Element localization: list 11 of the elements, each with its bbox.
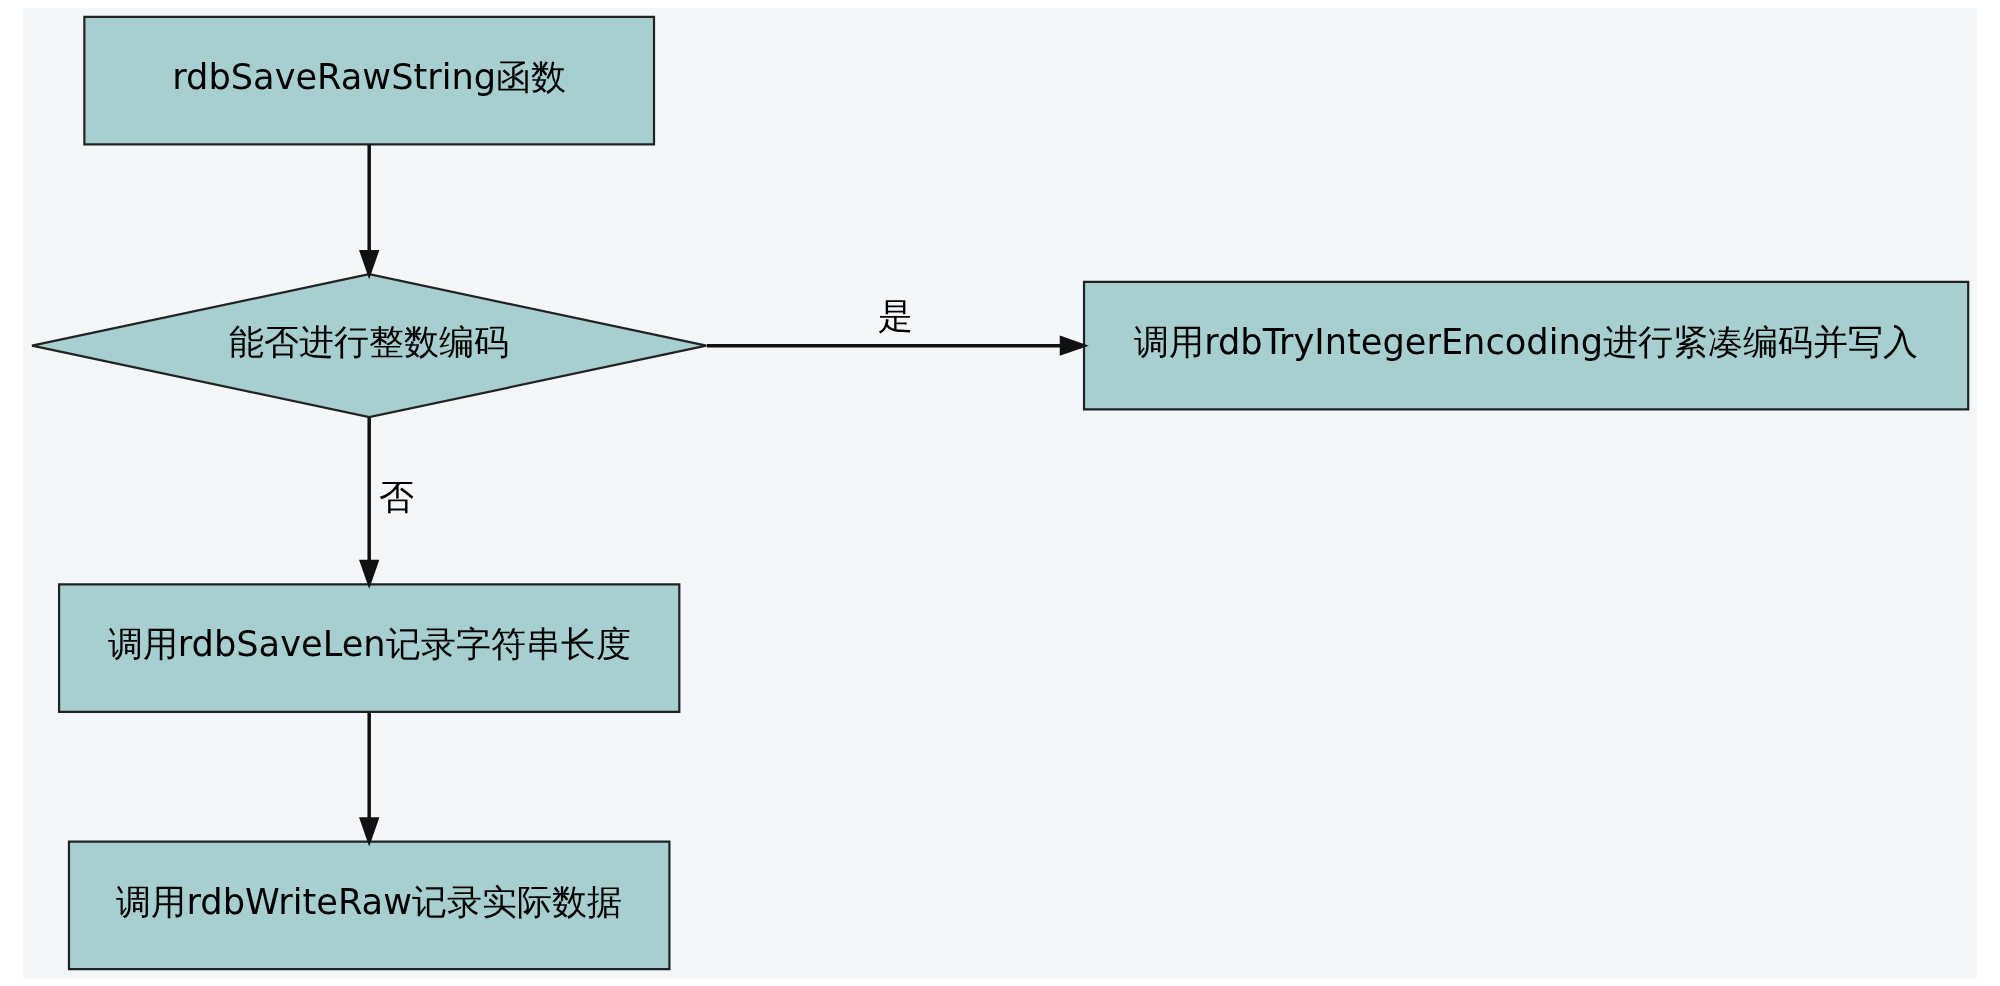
node-box: 调用rdbTryIntegerEncoding进行紧凑编码并写入 bbox=[1082, 280, 1970, 411]
node-box: 调用rdbWriteRaw记录实际数据 bbox=[67, 840, 671, 971]
node-diamond: 能否进行整数编码 bbox=[30, 273, 708, 419]
edge-label: 否 bbox=[379, 476, 415, 518]
node-box: 调用rdbSaveLen记录字符串长度 bbox=[57, 583, 681, 713]
edge-label: 是 bbox=[877, 294, 913, 336]
node-box: rdbSaveRawString函数 bbox=[83, 15, 656, 146]
arrow bbox=[706, 335, 1089, 356]
arrow bbox=[359, 144, 380, 280]
arrow bbox=[359, 712, 380, 847]
arrow bbox=[359, 417, 380, 589]
